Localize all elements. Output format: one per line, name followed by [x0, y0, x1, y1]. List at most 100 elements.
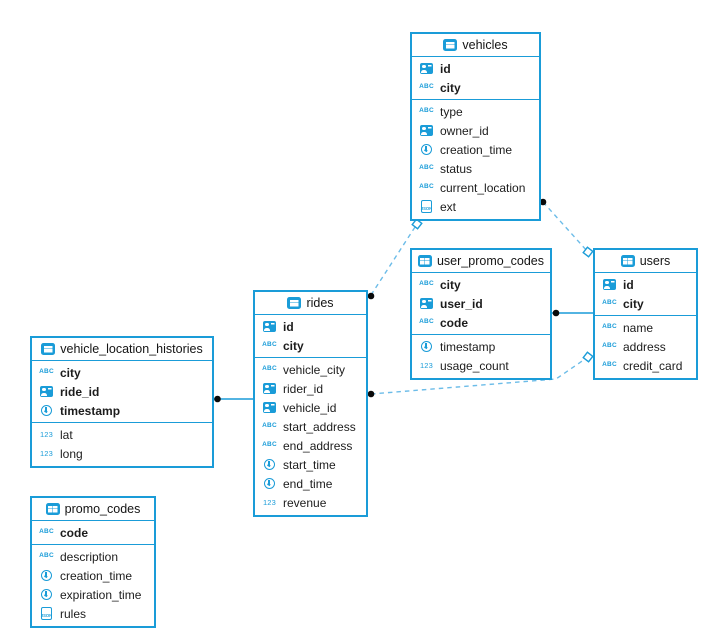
string-type-icon: ABC	[262, 441, 277, 449]
relation-rides-users[interactable]	[367, 351, 594, 398]
relation-endpoint-dot	[552, 309, 560, 317]
column-name: usage_count	[440, 358, 509, 373]
uuid-type-icon	[262, 401, 277, 414]
columns-section: 123 lat 123 long	[32, 422, 212, 466]
relation-endpoint-dot	[367, 292, 375, 300]
string-type-icon: ABC	[39, 368, 54, 376]
uuid-type-icon	[419, 297, 434, 310]
column-row: ABC vehicle_city	[255, 360, 366, 379]
uuid-type-icon	[602, 278, 617, 291]
string-type-icon: ABC	[419, 83, 434, 91]
string-type-icon: ABC	[419, 183, 434, 191]
table-header[interactable]: user_promo_codes	[412, 250, 550, 273]
column-row: id	[255, 317, 366, 336]
column-name: id	[623, 277, 634, 292]
column-name: rules	[60, 606, 87, 621]
column-name: id	[283, 319, 294, 334]
number-type-icon: 123	[419, 360, 434, 370]
columns-section: ABC description creation_time expiration…	[32, 544, 154, 626]
column-row: ABC description	[32, 547, 154, 566]
primary-key-section: id ABC city	[255, 315, 366, 357]
relation-endpoint-diamond	[582, 351, 594, 363]
table-vehicles[interactable]: vehicles id ABC city ABC type owner_id	[410, 32, 541, 221]
column-row: 123 revenue	[255, 493, 366, 512]
relation-rides-vehicles[interactable]	[367, 218, 423, 300]
column-name: long	[60, 446, 83, 461]
table-icon	[41, 343, 56, 355]
json-type-icon: JSON	[420, 200, 433, 213]
table-header[interactable]: users	[595, 250, 696, 273]
column-row: ABC credit_card	[595, 356, 696, 375]
table-vehicle-location-histories[interactable]: vehicle_location_histories ABC city ride…	[30, 336, 214, 468]
column-row: vehicle_id	[255, 398, 366, 417]
column-name: user_id	[440, 296, 483, 311]
column-row: ABC city	[412, 78, 539, 97]
string-type-icon: ABC	[419, 318, 434, 326]
table-name: users	[639, 254, 671, 268]
column-name: id	[440, 61, 451, 76]
table-header[interactable]: promo_codes	[32, 498, 154, 521]
table-promo-codes[interactable]: promo_codes ABC code ABC description cre…	[30, 496, 156, 628]
column-name: city	[60, 365, 81, 380]
timestamp-type-icon	[40, 588, 53, 601]
column-name: status	[440, 161, 473, 176]
column-row: ABC start_address	[255, 417, 366, 436]
column-row: ABC name	[595, 318, 696, 337]
column-row: creation_time	[412, 140, 539, 159]
table-rides[interactable]: rides id ABC city ABC vehicle_city rider…	[253, 290, 368, 517]
column-row: ABC status	[412, 159, 539, 178]
column-row: 123 usage_count	[412, 356, 550, 375]
column-row: ABC end_address	[255, 436, 366, 455]
relation-endpoint-diamond	[582, 246, 594, 258]
table-header[interactable]: rides	[255, 292, 366, 315]
timestamp-type-icon	[420, 143, 433, 156]
column-row: ABC code	[412, 313, 550, 332]
column-name: description	[60, 549, 119, 564]
column-name: timestamp	[440, 339, 496, 354]
column-row: rider_id	[255, 379, 366, 398]
column-name: city	[283, 338, 304, 353]
relation-vehicle-location-histories-rides[interactable]	[214, 395, 254, 403]
string-type-icon: ABC	[419, 164, 434, 172]
column-name: address	[623, 339, 666, 354]
string-type-icon: ABC	[39, 552, 54, 560]
table-header[interactable]: vehicles	[412, 34, 539, 57]
column-row: creation_time	[32, 566, 154, 585]
table-name: user_promo_codes	[436, 254, 544, 268]
string-type-icon: ABC	[419, 107, 434, 115]
column-name: ride_id	[60, 384, 100, 399]
timestamp-type-icon	[263, 477, 276, 490]
uuid-type-icon	[419, 124, 434, 137]
column-name: city	[623, 296, 644, 311]
column-name: creation_time	[60, 568, 133, 583]
string-type-icon: ABC	[262, 365, 277, 373]
table-header[interactable]: vehicle_location_histories	[32, 338, 212, 361]
string-type-icon: ABC	[39, 528, 54, 536]
columns-section: ABC type owner_id creation_time ABC stat…	[412, 99, 539, 219]
column-name: revenue	[283, 495, 327, 510]
column-row: owner_id	[412, 121, 539, 140]
relation-vehicles-users[interactable]	[539, 198, 594, 258]
json-type-icon: JSON	[40, 607, 53, 620]
uuid-type-icon	[262, 320, 277, 333]
column-name: end_time	[283, 476, 333, 491]
column-name: creation_time	[440, 142, 513, 157]
column-row: 123 long	[32, 444, 212, 463]
column-row: id	[595, 275, 696, 294]
table-name: rides	[306, 296, 334, 310]
string-type-icon: ABC	[419, 280, 434, 288]
table-users[interactable]: users id ABC city ABC name ABC address A…	[593, 248, 698, 380]
column-row: end_time	[255, 474, 366, 493]
table-icon	[620, 255, 635, 267]
column-name: current_location	[440, 180, 526, 195]
table-user-promo-codes[interactable]: user_promo_codes ABC city user_id ABC co…	[410, 248, 552, 380]
column-name: start_time	[283, 457, 336, 472]
column-name: rider_id	[283, 381, 324, 396]
primary-key-section: id ABC city	[412, 57, 539, 99]
uuid-type-icon	[39, 385, 54, 398]
relation-user-promo-codes-users[interactable]	[552, 309, 594, 317]
primary-key-section: ABC city user_id ABC code	[412, 273, 550, 334]
column-name: timestamp	[60, 403, 121, 418]
column-name: credit_card	[623, 358, 683, 373]
